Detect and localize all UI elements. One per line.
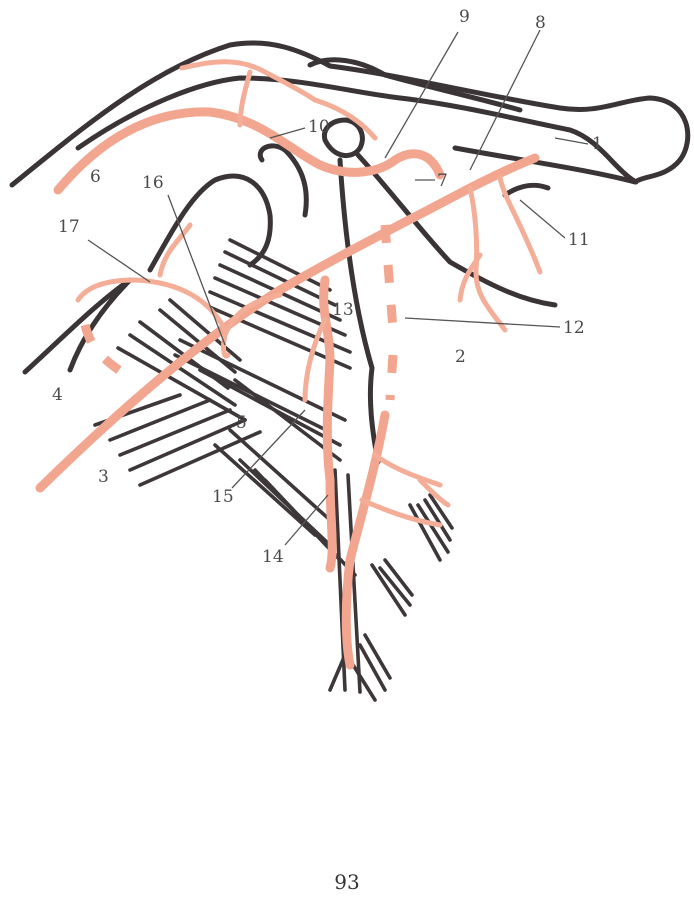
label-6: 6	[90, 167, 101, 187]
label-15: 15	[212, 487, 234, 507]
label-11: 11	[568, 230, 590, 250]
label-7: 7	[437, 171, 448, 191]
label-4: 4	[52, 385, 63, 405]
label-13: 13	[332, 300, 354, 320]
label-14: 14	[262, 547, 284, 567]
label-9: 9	[459, 7, 470, 27]
label-2: 2	[455, 347, 466, 367]
label-8: 8	[535, 13, 546, 33]
label-3: 3	[98, 467, 109, 487]
page-number: 93	[0, 870, 694, 894]
label-10: 10	[308, 117, 330, 137]
label-5: 5	[236, 413, 247, 433]
label-12: 12	[563, 318, 585, 338]
label-1: 1	[592, 134, 603, 154]
label-17: 17	[58, 217, 80, 237]
label-16: 16	[142, 173, 164, 193]
